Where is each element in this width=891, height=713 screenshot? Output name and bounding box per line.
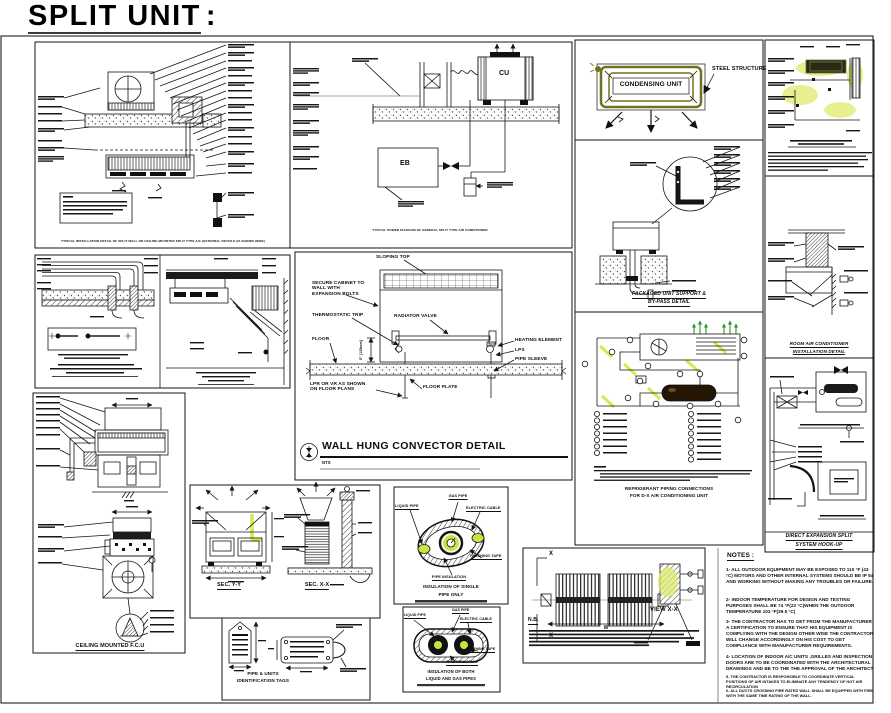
page-title: SPLIT UNIT: [28, 0, 218, 34]
view-xx-drawing [522, 547, 706, 664]
note-item-3: 3- THE CONTRACTOR HAS TO GET FROM THE MA… [726, 619, 874, 649]
note-item-1: 1- ALL OUTDOOR EQUIPMENT MAY BE EXPOSED … [726, 567, 874, 585]
fcu-drawing [32, 392, 186, 654]
insulation-single-drawing [393, 486, 509, 605]
refrigerant-pipes-detail-drawing [764, 39, 875, 177]
dx-hookup-title-2: SYSTEM HOOK-UP [795, 542, 843, 550]
ins1-title-2: PIPE ONLY [438, 591, 464, 597]
note-item-5: 5- THE CONTRACTOR IS RESPONSIBLE TO COOR… [726, 674, 863, 689]
sloping-top-label: SLOPING TOP [376, 255, 410, 260]
tags-drawing [221, 617, 371, 701]
wall-hung-scale: NTS [322, 460, 331, 465]
steel-structure-label: STEEL STRUCTURE [712, 66, 767, 72]
condensing-unit-drawing [574, 39, 764, 141]
ins1-insul-label: PIPE INSULATION [431, 575, 467, 581]
nb-label: N.B. [528, 617, 539, 626]
lps-label: LPS [515, 348, 525, 353]
note-item-6: 6- ALL DUCTS CROSSING FIRE RATED WALL SH… [726, 688, 873, 698]
page-title-colon: : [205, 0, 218, 32]
sections-drawing [189, 481, 381, 619]
install-detail-drawing [34, 41, 291, 249]
power-diagram-caption: TYPICAL POWER DIAGRAM OF GENERAL SPLIT T… [372, 228, 488, 232]
ins2-cable-label: ELECTRIC CABLE [460, 617, 492, 624]
packaged-unit-title-1: PACKAGED UNIT SUPPORT & [631, 291, 707, 300]
dx-hookup-drawing [764, 357, 875, 553]
tags-title-2: IDENTIFICATION TAGS [236, 678, 290, 683]
dim-w-label: W [603, 625, 609, 631]
ins1-cable-label: ELECTRIC CABLE [466, 506, 501, 512]
power-diagram-drawing [289, 41, 573, 249]
refrigerant-schematic-drawing [574, 311, 764, 546]
ins1-title-1: INSULATION OF SINGLE [423, 584, 479, 589]
floor-plate-label: FLOOR PLATE [423, 385, 458, 390]
radiator-valve-label: RADIATOR VALVE [394, 314, 437, 319]
note-item-4: 4- LOCATION OF INDOOR A/C UNITS ,GRILLES… [726, 654, 874, 672]
cu-label: CU [499, 70, 510, 77]
ins2-tape-label: FINISHING TAPE [466, 647, 496, 654]
sec-xx-label: SEC. X-X [304, 582, 330, 590]
sheet-frame [0, 35, 874, 704]
ins2-liquid-label: LIQUID PIPE [404, 613, 426, 620]
x-mark-top: X [549, 551, 554, 557]
page-title-text: SPLIT UNIT [28, 0, 201, 34]
view-xx-title: VIEW X-X [650, 607, 678, 613]
ins2-title-2: LIQUID AND GAS PIPES [425, 676, 477, 681]
lpr-label: LPR OR VR AS SHOWN ON FLOOR PLANS [310, 382, 366, 393]
room-ac-title-2: INSTALLATION DETAIL [792, 348, 846, 356]
condensing-unit-label: CONDENSING UNIT [619, 81, 683, 88]
fcu-title: CEILING MOUNTED F.C.U [75, 643, 145, 651]
notes-heading: NOTES : [727, 552, 755, 561]
thermostatic-trip-label: THERMOSTATIC TRIP [312, 313, 364, 318]
floor-label: FLOOR [312, 337, 330, 342]
x-mark-bottom: X [549, 633, 554, 639]
eb-label: EB [400, 160, 410, 167]
packaged-unit-drawing [574, 139, 764, 313]
room-ac-drawing [764, 175, 875, 359]
wall-hung-convector-drawing [294, 251, 573, 481]
packaged-unit-title-2: BY-PASS DETAIL [648, 299, 690, 308]
install-detail-caption: TYPICAL INSTALLATION DETAIL OF SPLIT WAL… [61, 239, 265, 243]
roof-pipe-details-drawing [34, 254, 291, 389]
ins2-insul-label: PIPE INSULATION [446, 660, 478, 667]
note-item-2: 2- INDOOR TEMPERATURE FOR DESIGN AND TES… [726, 597, 855, 615]
ins1-gas-label: GAS PIPE [448, 494, 468, 500]
dx-hookup-title-1: DIRECT EXPANSION SPLIT [785, 533, 853, 542]
ins1-liquid-label: LIQUID PIPE [395, 504, 419, 510]
heating-element-label: HEATING ELEMENT [515, 338, 562, 343]
pipe-sleeve-label: PIPE SLEEVE [515, 357, 548, 362]
insulation-both-drawing [402, 606, 501, 693]
dim-125mm-label: 5" [125mm] [359, 340, 363, 360]
tags-title-1: PIPE & UNITS [247, 671, 279, 676]
ins2-gas-label: GAS PIPE [452, 608, 470, 615]
room-ac-title-1: ROOM AIR CONDITIONER [789, 341, 849, 348]
secure-cabinet-label: SECURE CABINET TO WALL WITH EXPANSION BO… [312, 281, 365, 297]
wall-hung-title: WALL HUNG CONVECTOR DETAIL [322, 440, 506, 452]
ins1-tape-label: FINISHING TAPE [470, 554, 502, 560]
refrigerant-schematic-title-2: FOR D-X AIR CONDITIONING UNIT [629, 493, 709, 498]
refrigerant-schematic-title-1: REFRIGERANT PIPING CONNECTIONS [624, 486, 714, 491]
sec-yy-label: SEC. Y-Y [217, 582, 241, 590]
ins2-title-1: INSULATION OF BOTH [427, 669, 475, 674]
